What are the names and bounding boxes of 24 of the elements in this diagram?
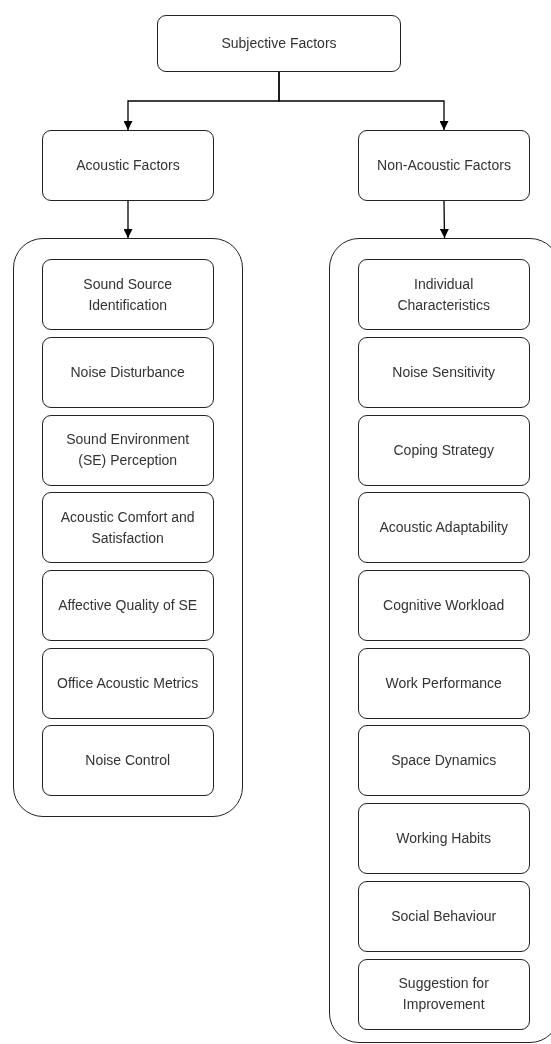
factor-box: Coping Strategy	[357, 414, 530, 486]
factor-box: Working Habits	[357, 803, 530, 875]
factor-box: Social Behaviour	[357, 880, 530, 952]
group-container	[13, 238, 243, 817]
arrow	[439, 200, 449, 239]
factor-box: Acoustic Comfort and Satisfaction	[41, 492, 214, 564]
arrow	[278, 71, 449, 131]
factor-box: Acoustic Adaptability	[357, 492, 530, 564]
factor-box: Noise Disturbance	[41, 336, 214, 408]
factor-box: Sound Source Identification	[41, 259, 214, 331]
factor-box: Noise Sensitivity	[357, 336, 530, 408]
factor-box: Non-Acoustic Factors	[358, 130, 530, 201]
factor-box: Work Performance	[357, 647, 530, 719]
factor-box: Individual Characteristics	[357, 259, 530, 331]
factor-box: Acoustic Factors	[42, 130, 214, 201]
factor-box: Cognitive Workload	[357, 570, 530, 641]
factor-box: Suggestion for Improvement	[357, 958, 530, 1030]
factor-box: Space Dynamics	[357, 725, 530, 797]
factor-box: Subjective Factors	[157, 15, 401, 72]
factor-box: Office Acoustic Metrics	[41, 647, 214, 719]
arrow	[123, 200, 133, 239]
factor-box: Sound Environment (SE) Perception	[41, 414, 214, 486]
factor-box: Noise Control	[41, 725, 214, 797]
factor-box: Affective Quality of SE	[41, 570, 214, 641]
